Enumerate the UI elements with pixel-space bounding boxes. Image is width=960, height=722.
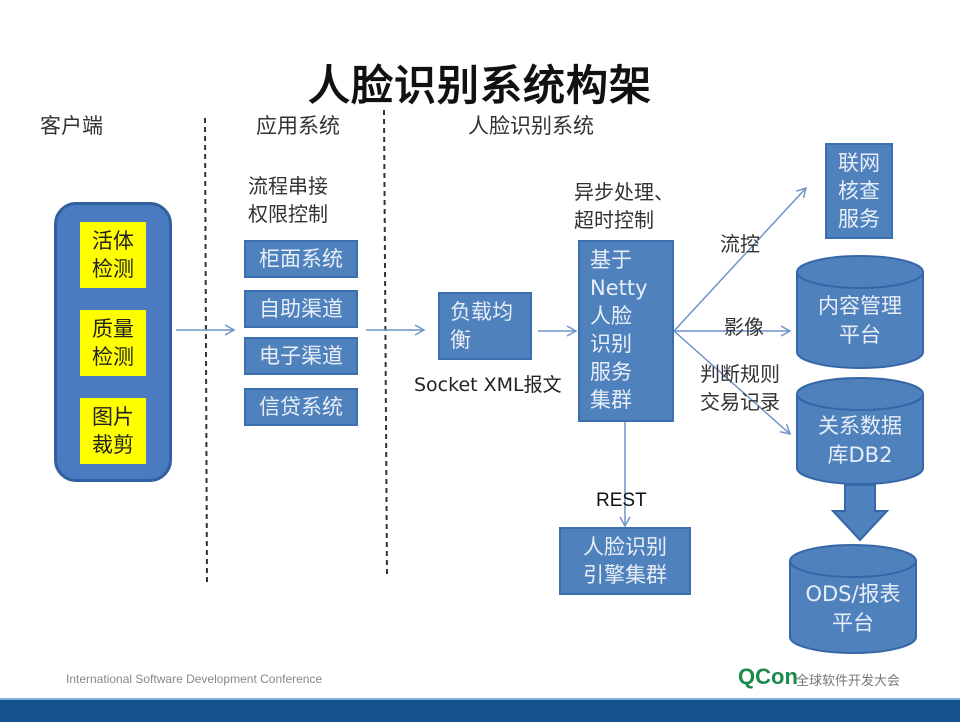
- async-note: 异步处理、 超时控制: [574, 180, 674, 232]
- footer-bar: [0, 698, 960, 722]
- footer-conference-text: International Software Development Confe…: [66, 672, 323, 686]
- rules-records-label: 判断规则 交易记录: [700, 362, 780, 414]
- column-header-client: 客户端: [40, 114, 103, 138]
- app-counter-system: 柜面系统: [244, 240, 358, 278]
- module-liveness-detection: 活体 检测: [80, 222, 146, 288]
- arrow-netty-to-db2: [673, 330, 792, 436]
- socket-xml-label: Socket XML报文: [414, 374, 562, 396]
- column-header-face: 人脸识别系统: [468, 114, 594, 138]
- app-notes: 流程串接 权限控制: [248, 174, 328, 226]
- divider-app-face: [383, 109, 388, 579]
- ods-label: ODS/报表 平台: [805, 582, 901, 635]
- divider-client-app: [204, 117, 208, 586]
- cylinder-content-platform: [796, 255, 924, 369]
- cylinder-ods: [789, 544, 917, 654]
- qcon-tagline: 全球软件开发大会: [796, 674, 901, 689]
- cylinder-db2: [796, 377, 924, 485]
- face-engine-cluster: 人脸识别 引擎集群: [559, 527, 691, 595]
- netty-service-cluster: 基于 Netty 人脸 识别 服务 集群: [578, 240, 674, 422]
- arrow-netty-to-verify: [673, 186, 808, 332]
- column-header-app: 应用系统: [256, 114, 340, 138]
- image-label: 影像: [724, 315, 764, 339]
- page-title: 人脸识别系统构架: [307, 61, 652, 110]
- module-image-cropping: 图片 裁剪: [80, 398, 146, 464]
- online-verification-service: 联网 核查 服务: [825, 143, 893, 239]
- app-self-service: 自助渠道: [244, 290, 358, 328]
- app-electronic-channel: 电子渠道: [244, 337, 358, 375]
- content-platform-label: 内容管理 平台: [818, 294, 902, 347]
- load-balancer: 负载均 衡: [438, 292, 532, 360]
- block-arrow-db2-to-ods: [830, 484, 890, 542]
- rest-label: REST: [596, 490, 647, 511]
- flow-control-label: 流控: [720, 232, 760, 256]
- module-quality-detection: 质量 检测: [80, 310, 146, 376]
- app-credit-system: 信贷系统: [244, 388, 358, 426]
- db2-label: 关系数据 库DB2: [818, 414, 902, 467]
- qcon-logo: QCon: [738, 664, 798, 689]
